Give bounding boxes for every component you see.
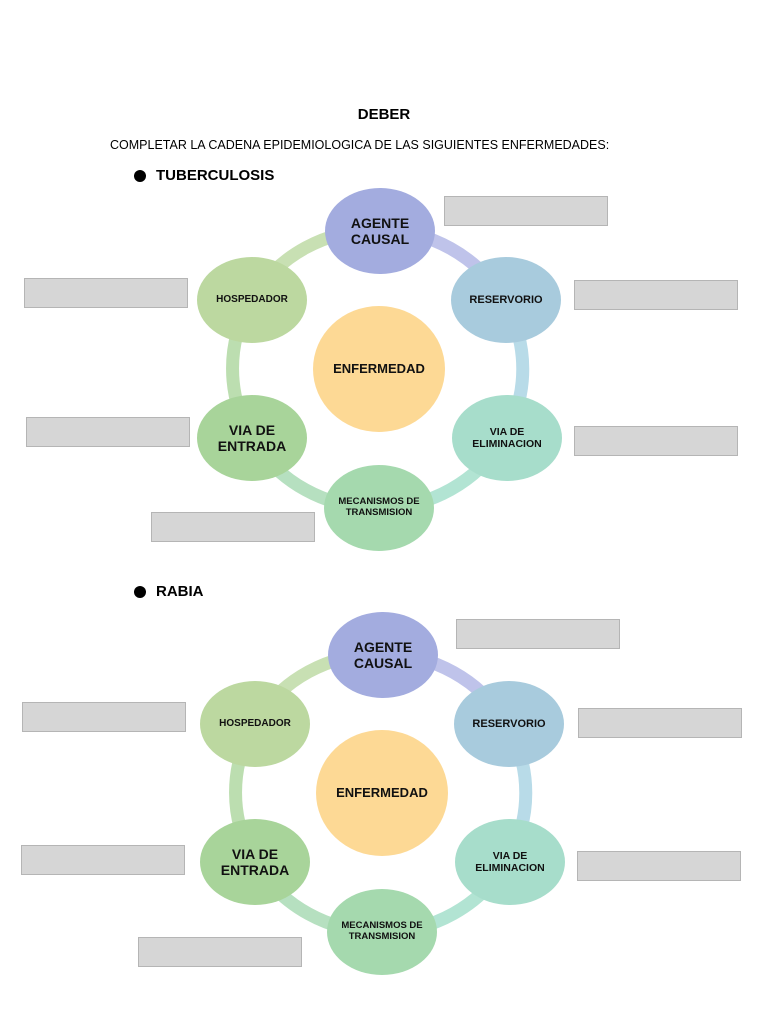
node-exit: VIA DE ELIMINACION <box>455 819 565 905</box>
bullet-icon <box>134 585 146 598</box>
node-entry: VIA DE ENTRADA <box>200 819 310 905</box>
answer-box-agent[interactable] <box>444 196 608 226</box>
section-heading-text: RABIA <box>156 583 204 600</box>
node-agent: AGENTE CAUSAL <box>328 612 438 698</box>
node-transmission: MECANISMOS DE TRANSMISION <box>327 889 437 975</box>
answer-box-reservoir[interactable] <box>574 280 738 310</box>
answer-box-entry[interactable] <box>21 845 185 875</box>
node-host: HOSPEDADOR <box>200 681 310 767</box>
page-title: DEBER <box>357 106 411 123</box>
answer-box-reservoir[interactable] <box>578 708 742 738</box>
instructions: COMPLETAR LA CADENA EPIDEMIOLOGICA DE LA… <box>110 138 610 152</box>
answer-box-agent[interactable] <box>456 619 620 649</box>
node-center-disease: ENFERMEDAD <box>313 306 445 432</box>
node-entry: VIA DE ENTRADA <box>197 395 307 481</box>
answer-box-transmission[interactable] <box>151 512 315 542</box>
node-host: HOSPEDADOR <box>197 257 307 343</box>
bullet-icon <box>134 169 146 182</box>
node-reservoir: RESERVORIO <box>454 681 564 767</box>
node-agent: AGENTE CAUSAL <box>325 188 435 274</box>
section-heading-text: TUBERCULOSIS <box>156 167 275 184</box>
epidemiological-chain-diagram-2: AGENTE CAUSAL RESERVORIO VIA DE ELIMINAC… <box>0 604 768 984</box>
answer-box-entry[interactable] <box>26 417 190 447</box>
epidemiological-chain-diagram-1: AGENTE CAUSAL RESERVORIO VIA DE ELIMINAC… <box>0 180 768 560</box>
answer-box-host[interactable] <box>24 278 188 308</box>
node-transmission: MECANISMOS DE TRANSMISION <box>324 465 434 551</box>
answer-box-host[interactable] <box>22 702 186 732</box>
answer-box-transmission[interactable] <box>138 937 302 967</box>
node-center-disease: ENFERMEDAD <box>316 730 448 856</box>
answer-box-exit[interactable] <box>574 426 738 456</box>
answer-box-exit[interactable] <box>577 851 741 881</box>
node-reservoir: RESERVORIO <box>451 257 561 343</box>
section-heading-tuberculosis: TUBERCULOSIS <box>134 167 274 184</box>
section-heading-rabia: RABIA <box>134 583 204 600</box>
node-exit: VIA DE ELIMINACION <box>452 395 562 481</box>
